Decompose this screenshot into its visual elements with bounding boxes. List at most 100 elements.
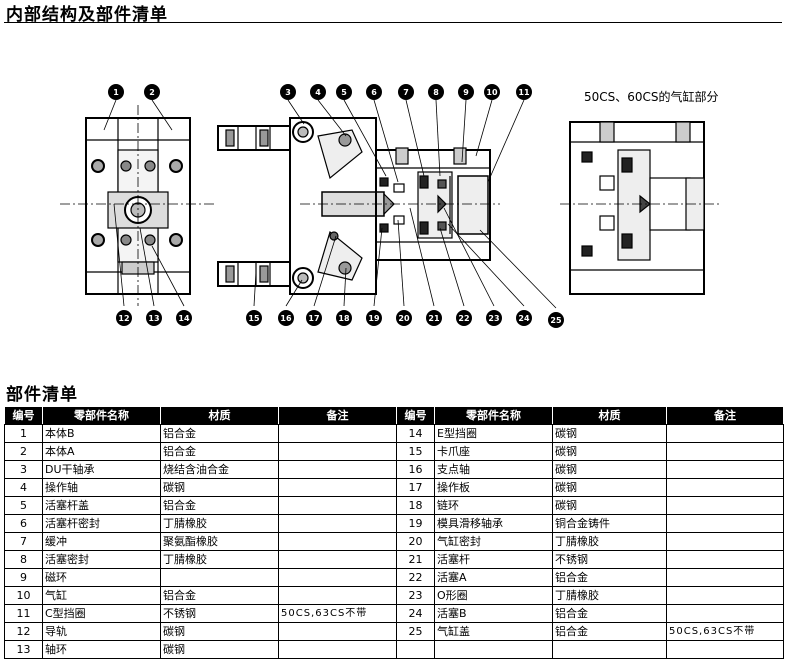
cell-name: 导轨 [42,622,161,641]
cell-note: 50CS,63CS不带 [666,622,784,641]
svg-text:1: 1 [113,88,119,97]
internal-structure-diagram: 1 2 3 4 5 6 7 8 9 10 11 12 13 14 15 16 1… [60,84,720,328]
header-note-left: 备注 [278,406,397,425]
cell-no: 6 [4,514,43,533]
callout-11: 11 [516,84,532,100]
cell-material: 碳钢 [160,622,279,641]
cell-no: 24 [396,604,435,623]
svg-text:9: 9 [463,88,469,97]
svg-text:23: 23 [488,314,499,323]
svg-text:21: 21 [428,314,440,323]
cell-no: 2 [4,442,43,461]
cell-material: 铝合金 [160,496,279,515]
callout-9: 9 [458,84,474,100]
cell-material: 铝合金 [552,604,667,623]
svg-text:20: 20 [398,314,410,323]
cell-note [666,604,784,623]
cell-no: 1 [4,424,43,443]
cell-name: DU干轴承 [42,460,161,479]
callout-17: 17 [306,310,322,326]
cell-no: 17 [396,478,435,497]
svg-text:24: 24 [518,314,530,323]
leader-lines [103,99,557,309]
cell-material: 铜合金铸件 [552,514,667,533]
svg-text:15: 15 [248,314,260,323]
cell-name: 活塞杆 [434,550,553,569]
cell-material [160,568,279,587]
cell-no: 16 [396,460,435,479]
cell-note [278,640,397,659]
cell-material [552,640,667,659]
parts-list-title: 部件清单 [6,385,78,405]
svg-text:16: 16 [280,314,292,323]
cell-name: 操作板 [434,478,553,497]
cell-material: 碳钢 [552,478,667,497]
cell-material: 碳钢 [552,424,667,443]
callout-14: 14 [176,310,192,326]
cell-note [666,460,784,479]
header-name-right: 零部件名称 [434,406,553,425]
callout-25: 25 [548,312,564,328]
cell-material: 碳钢 [552,442,667,461]
cell-note [666,532,784,551]
cell-material: 铝合金 [160,586,279,605]
cell-note [666,586,784,605]
end-view-drawing [60,105,214,306]
cell-name: 磁环 [42,568,161,587]
cell-note [666,496,784,515]
svg-text:13: 13 [148,314,159,323]
callout-16: 16 [278,310,294,326]
cell-name: 轴环 [42,640,161,659]
callout-23: 23 [486,310,502,326]
cell-material: 碳钢 [160,478,279,497]
cell-no: 3 [4,460,43,479]
cell-material: 丁腈橡胶 [160,550,279,569]
cell-note [666,640,784,659]
cell-note [278,424,397,443]
callout-4: 4 [310,84,326,100]
cell-material: 铝合金 [552,568,667,587]
cell-material: 丁腈橡胶 [552,586,667,605]
svg-text:19: 19 [368,314,380,323]
cell-no: 8 [4,550,43,569]
cell-no: 15 [396,442,435,461]
cell-name: 气缸 [42,586,161,605]
cell-material: 铝合金 [160,424,279,443]
cell-name: 本体A [42,442,161,461]
callout-5: 5 [336,84,352,100]
header-material-right: 材质 [552,406,667,425]
cell-material: 碳钢 [552,496,667,515]
cell-note [278,568,397,587]
cell-no: 9 [4,568,43,587]
cell-no: 21 [396,550,435,569]
svg-text:10: 10 [486,88,498,97]
title-divider [4,22,782,23]
callout-10: 10 [484,84,500,100]
cylinder-detail-drawing [560,121,720,295]
callout-21: 21 [426,310,442,326]
svg-text:5: 5 [341,88,347,97]
header-name-left: 零部件名称 [42,406,161,425]
callout-24: 24 [516,310,532,326]
cell-no: 5 [4,496,43,515]
cell-no: 10 [4,586,43,605]
callout-2: 2 [144,84,160,100]
cell-note [278,622,397,641]
callout-18: 18 [336,310,352,326]
cell-note [278,496,397,515]
svg-text:7: 7 [403,88,409,97]
cell-note [278,586,397,605]
callout-3: 3 [280,84,296,100]
svg-text:2: 2 [149,88,155,97]
cell-note [278,532,397,551]
cell-material: 铝合金 [552,622,667,641]
cell-name: 卡爪座 [434,442,553,461]
